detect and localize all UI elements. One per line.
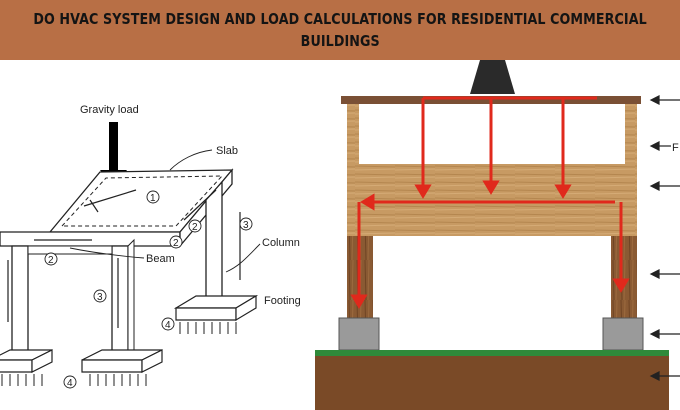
footing-label: Footing <box>264 295 301 307</box>
load-path-arrows <box>350 96 630 309</box>
roof-peak <box>470 60 515 94</box>
column-front-right <box>111 245 129 361</box>
svg-text:2: 2 <box>173 238 179 249</box>
footing-front-left <box>0 349 53 373</box>
stud-left <box>347 104 359 166</box>
footing-right <box>602 317 644 351</box>
svg-text:2: 2 <box>192 222 198 233</box>
side-pointer-arrows <box>649 95 680 381</box>
column-label: Column <box>262 237 300 249</box>
post-right <box>611 236 637 320</box>
gravity-load-label: Gravity load <box>80 104 139 116</box>
footing-front-right <box>81 349 163 373</box>
title-line-1: DO HVAC SYSTEM DESIGN AND LOAD CALCULATI… <box>33 10 647 28</box>
column-back-right <box>205 180 223 307</box>
svg-text:2: 2 <box>48 255 54 266</box>
svg-text:4: 4 <box>67 378 73 389</box>
gravity-load-arrow-shaft <box>109 122 118 174</box>
load-path-illustration: F <box>315 60 680 410</box>
soil-reaction-arrows <box>1 322 237 386</box>
footing-back-right <box>173 294 259 322</box>
svg-text:3: 3 <box>97 292 103 303</box>
step-markers: 1 2 2 2 3 3 4 4 <box>44 190 253 389</box>
title-line-2: BUILDINGS <box>300 32 380 50</box>
slab-label: Slab <box>216 145 238 157</box>
soil <box>315 356 669 410</box>
title-banner: DO HVAC SYSTEM DESIGN AND LOAD CALCULATI… <box>0 0 680 60</box>
column-front-left <box>11 245 29 366</box>
beam-label: Beam <box>146 253 175 265</box>
footing-left <box>338 317 380 351</box>
grass-line <box>315 350 669 356</box>
svg-text:1: 1 <box>150 193 156 204</box>
svg-text:3: 3 <box>243 220 249 231</box>
front-beam <box>0 231 181 247</box>
frame-structure-diagram: Gravity load <box>0 60 320 410</box>
slab-dashed-outline <box>60 175 224 227</box>
svg-text:4: 4 <box>165 320 171 331</box>
side-label-f: F <box>672 142 679 154</box>
stud-right <box>625 104 637 166</box>
